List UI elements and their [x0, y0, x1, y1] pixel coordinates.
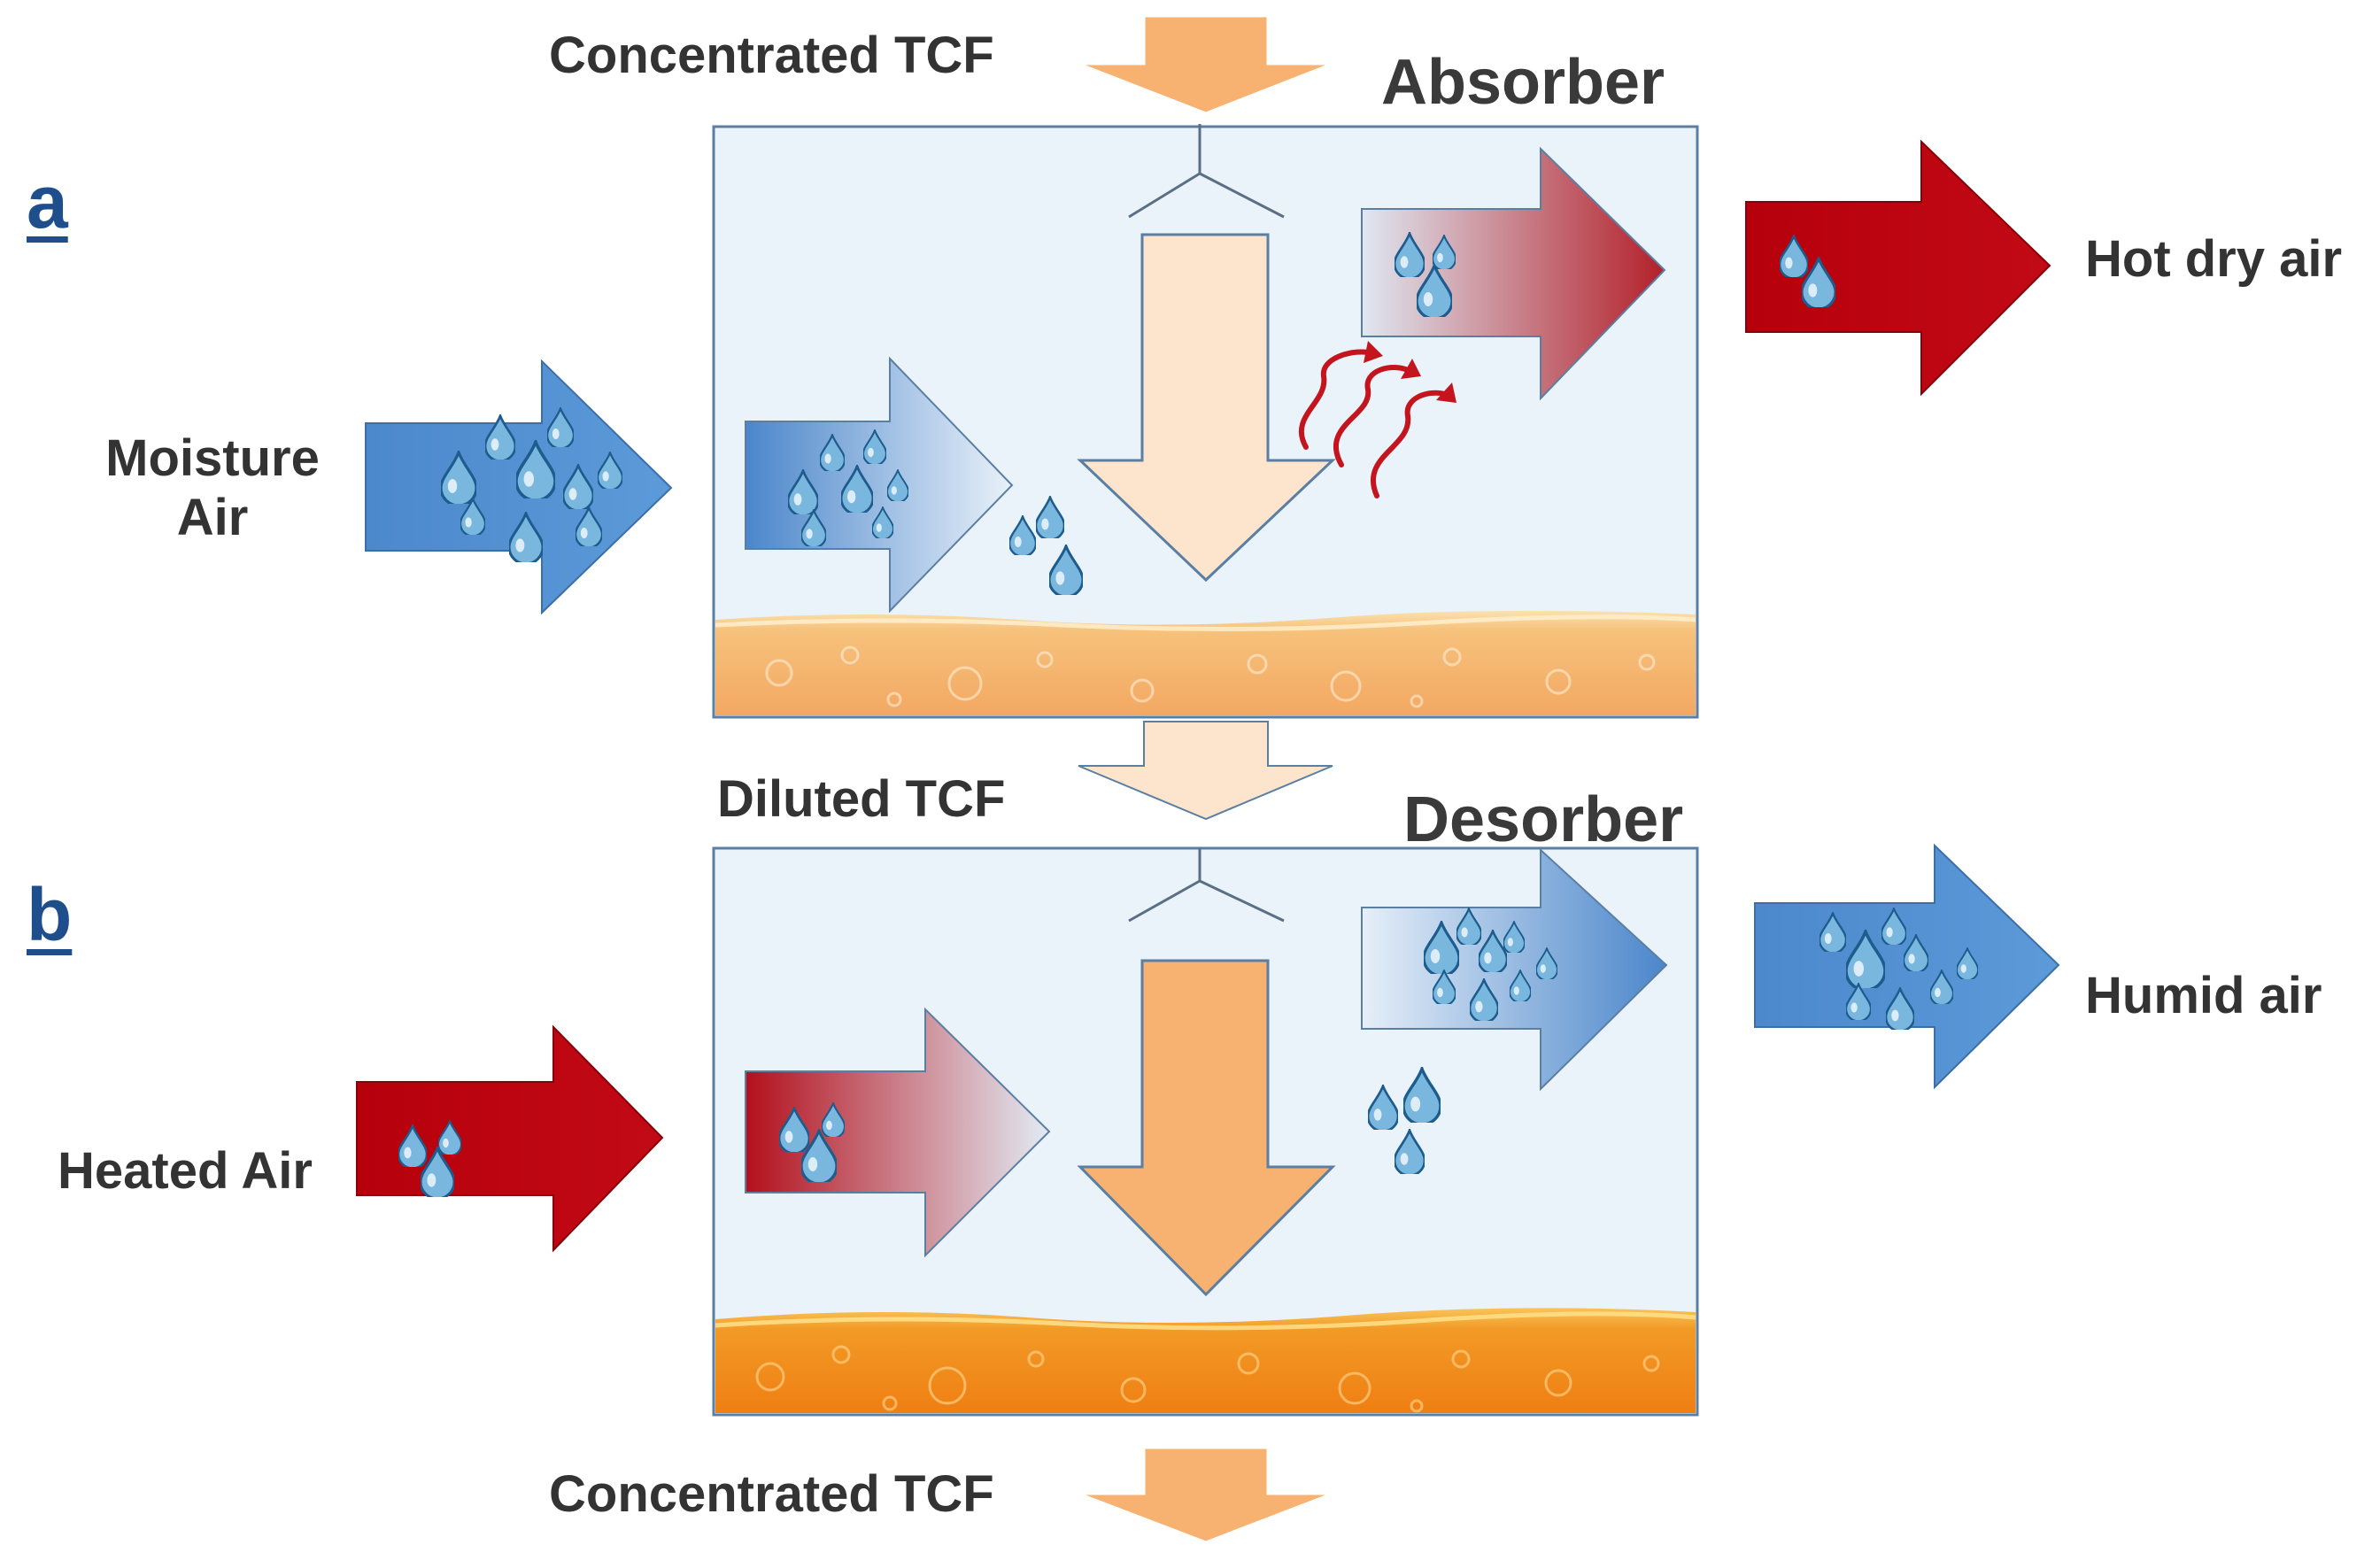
absorber-inner-air-outlet-arrow	[1361, 146, 1666, 401]
absorber-liquid-layer	[715, 610, 1696, 715]
desorber-solution-down-arrow	[1077, 959, 1336, 1297]
hot-dry-air-outlet-arrow	[1745, 139, 2051, 397]
desorber-liquid-layer	[715, 1308, 1696, 1413]
heated-air-label: Heated Air	[58, 1142, 313, 1200]
absorber-panel	[365, 14, 2051, 719]
humid-air-label: Humid air	[2085, 967, 2322, 1024]
absorber-sprayer-icon	[1128, 124, 1285, 219]
desorber-panel	[356, 843, 2060, 1544]
diluted-tcf-label: Diluted TCF	[717, 770, 1006, 828]
diluted-tcf-transfer-arrow	[1078, 721, 1333, 821]
desorber-title: Desorber	[1403, 784, 1684, 855]
heated-air-inlet-arrow	[356, 1024, 664, 1253]
absorber-title: Absorber	[1381, 47, 1665, 118]
panel-a-letter: a	[27, 160, 68, 243]
desorber-inner-air-inlet-arrow	[745, 1007, 1051, 1258]
concentrated-tcf-inlet-arrow	[1078, 14, 1333, 115]
desorber-sprayer-icon	[1128, 848, 1285, 923]
absorber-solution-down-arrow	[1077, 233, 1336, 583]
concentrated-tcf-outlet-arrow	[1078, 1446, 1333, 1544]
heat-release-icon	[1298, 341, 1456, 498]
hot-dry-air-label: Hot dry air	[2085, 230, 2343, 288]
concentrated-tcf-inlet-label: Concentrated TCF	[549, 27, 994, 84]
panel-b-letter: b	[27, 873, 73, 956]
absorber-inner-air-inlet-arrow	[745, 356, 1014, 614]
moisture-air-label: Moisture Air	[105, 429, 320, 546]
concentrated-tcf-outlet-label: Concentrated TCF	[549, 1465, 994, 1523]
desorber-inner-air-outlet-arrow	[1361, 847, 1668, 1092]
